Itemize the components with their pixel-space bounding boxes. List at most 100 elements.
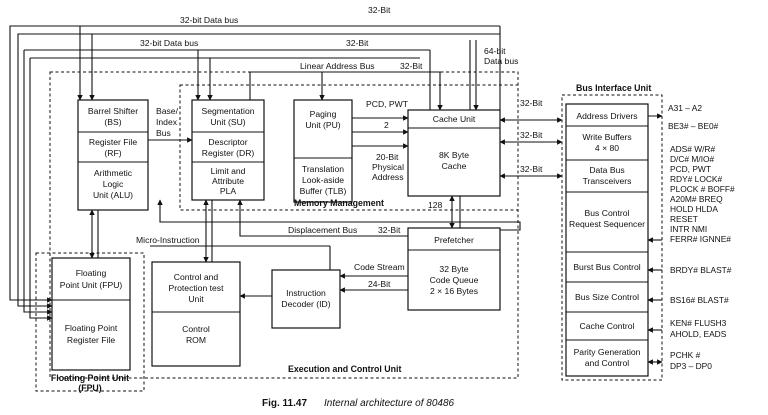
fpu-region-title-1: Floating Point Unit: [51, 373, 129, 383]
write-buffers-label-1: Write Buffers: [582, 132, 631, 142]
bit32-biu2-label: 32-Bit: [520, 130, 543, 140]
micro-instruction-label: Micro-Instruction: [136, 235, 200, 245]
register-file-label-1: Register File: [89, 137, 137, 147]
control-signal-8: RESET: [670, 214, 698, 224]
paging-stack: Paging Unit (PU) Translation Look-aside …: [293, 99, 353, 203]
address-signals: A31 – A2 BE3# – BE0#: [668, 103, 719, 131]
tlb-label-2: Look-aside: [302, 175, 344, 185]
bit32-biu3-label: 32-Bit: [520, 164, 543, 174]
cache-unit-label: Cache Unit: [433, 114, 476, 124]
segmentation-stack: Segmentation Unit (SU) Descriptor Regist…: [191, 99, 265, 201]
base-index-label-2: Index: [156, 117, 178, 127]
prefetcher: Prefetcher 32 Byte Code Queue 2 × 16 Byt…: [407, 227, 501, 311]
integer-unit-stack: Barrel Shifter (BS) Register File (RF) A…: [77, 99, 149, 211]
address-signal-1: A31 – A2: [668, 103, 702, 113]
decoder-label-2: Decoder (ID): [281, 299, 330, 309]
control-signal-5: PLOCK # BOFF#: [670, 184, 735, 194]
execution-control-title: Execution and Control Unit: [288, 364, 401, 374]
cache-to-biu-buses: [499, 117, 563, 179]
fpu-label-1: Floating: [76, 268, 107, 278]
parity-signal-2: DP3 – DP0: [670, 361, 712, 371]
pcd-pwt-label: PCD, PWT: [366, 99, 409, 109]
micro-instruction-bus: [150, 199, 331, 270]
cache-signal-2: AHOLD, EADS: [670, 329, 727, 339]
alu-fpu-bus: [89, 209, 99, 259]
descriptor-label-2: Register (DR): [202, 148, 255, 158]
data-bus-transceivers-label-1: Data Bus: [589, 165, 624, 175]
bus-size-signals: BS16# BLAST#: [670, 295, 729, 305]
control-signal-6: A20M# BREQ: [670, 194, 723, 204]
fpu-region-title-2: (FPU): [78, 383, 102, 393]
control-signal-1: ADS# W/R#: [670, 144, 715, 154]
bit32-top-label: 32-Bit: [368, 5, 391, 15]
barrel-shifter-label-1: Barrel Shifter: [88, 106, 138, 116]
data-bus-transceivers-label-2: Transceivers: [583, 176, 632, 186]
bit64-label-1: 64-bit: [484, 46, 506, 56]
segmentation-label-2: Unit (SU): [210, 117, 245, 127]
control-signal-9: INTR NMI: [670, 224, 707, 234]
fpu-label-2: Point Unit (FPU): [60, 280, 123, 290]
physical-address-label-2: Physical: [372, 162, 404, 172]
code-stream-label: Code Stream: [354, 262, 405, 272]
limit-label-3: PLA: [220, 186, 237, 196]
code-queue-label-2: Code Queue: [430, 275, 479, 285]
cache-size-label-2: Cache: [442, 161, 467, 171]
control-signals: ADS# W/R# D/C# M/IO# PCD, PWT RDY# LOCK#…: [670, 144, 735, 244]
bit128-label: 128: [428, 200, 443, 210]
control-stack: Control and Protection test Unit Control…: [151, 261, 241, 367]
physical-address-label-3: Address: [372, 172, 404, 182]
base-index-label-3: Bus: [156, 128, 171, 138]
control-signal-3: PCD, PWT: [670, 164, 711, 174]
bus-control-seq-label-2: Request Sequencer: [569, 219, 645, 229]
paging-to-cache-buses: [352, 115, 409, 149]
parity-label-1: Parity Generation: [574, 347, 641, 357]
cache-size-label-1: 8K Byte: [439, 150, 469, 160]
control-signal-10: FERR# IGNNE#: [670, 234, 731, 244]
burst-signals: BRDY# BLAST#: [670, 265, 732, 275]
write-buffers-label-2: 4 × 80: [595, 143, 619, 153]
fp-regfile-label-1: Floating Point: [65, 323, 118, 333]
alu-label-2: Logic: [103, 179, 124, 189]
control-test-label-2: Protection test: [169, 283, 225, 293]
data-bus-64: [469, 40, 479, 111]
memory-management-title: Memory Management: [294, 198, 384, 208]
bit24-label: 24-Bit: [368, 279, 391, 289]
parity-signal-1: PCHK #: [670, 350, 701, 360]
cache-unit: Cache Unit 8K Byte Cache: [407, 109, 501, 197]
code-queue-label-1: 32 Byte: [439, 264, 468, 274]
register-file-label-2: (RF): [104, 148, 121, 158]
prefetcher-label: Prefetcher: [434, 235, 474, 245]
segmentation-label-1: Segmentation: [201, 106, 254, 116]
linear-address-bus-label: Linear Address Bus: [300, 61, 375, 71]
control-signal-2: D/C# M/IO#: [670, 154, 715, 164]
linear-address-bus: [249, 71, 443, 111]
data-bus-32-second-label: 32-bit Data bus: [140, 38, 198, 48]
paging-label-1: Paging: [310, 109, 337, 119]
control-test-label-1: Control and: [174, 272, 219, 282]
bit32-biu1-label: 32-Bit: [520, 98, 543, 108]
cache-control-label: Cache Control: [580, 321, 635, 331]
bus-interface-title: Bus Interface Unit: [576, 83, 651, 93]
barrel-shifter-label-2: (BS): [104, 117, 121, 127]
base-index-label-1: Base/: [156, 106, 179, 116]
cache-signal-1: KEN# FLUSH3: [670, 318, 727, 328]
caption-number: Fig. 11.47: [262, 398, 307, 409]
bus-control-seq-label-1: Bus Control: [585, 208, 630, 218]
parity-label-2: and Control: [585, 358, 630, 368]
address-drivers-label: Address Drivers: [576, 111, 637, 121]
data-bus-top: [9, 25, 501, 309]
tlb-label-3: Buffer (TLB): [300, 186, 347, 196]
bit32-second-label: 32-Bit: [346, 38, 369, 48]
tlb-label-1: Translation: [302, 164, 344, 174]
fpu-stack: Floating Point Unit (FPU) Floating Point…: [51, 257, 131, 371]
fp-regfile-label-2: Register File: [67, 335, 115, 345]
control-test-label-3: Unit: [188, 294, 204, 304]
region-fpu: [35, 252, 145, 392]
displacement-bus-label: Displacement Bus: [288, 225, 357, 235]
limit-label-1: Limit and: [211, 166, 246, 176]
code-queue-label-3: 2 × 16 Bytes: [430, 286, 478, 296]
bit32-linear-label: 32-Bit: [400, 61, 423, 71]
prefetch-to-decoder: [339, 273, 408, 293]
decoder-label-1: Instruction: [286, 288, 326, 298]
